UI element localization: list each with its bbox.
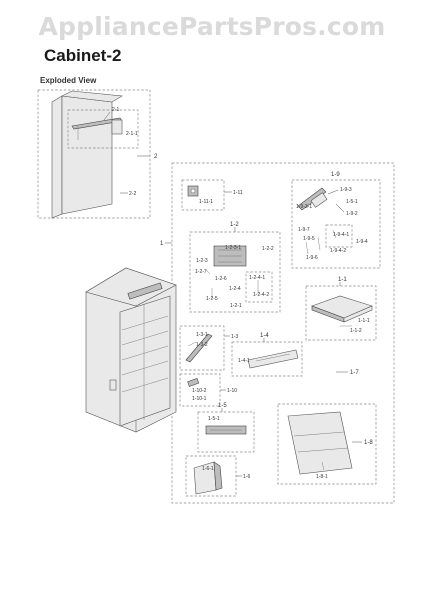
section-label: Exploded View [40,76,97,85]
label-1: 1 [160,241,164,247]
label-1-6-1: 1-6-1 [202,466,214,472]
label-1-9-6: 1-9-6 [306,255,318,261]
label-2-1-1: 2-1-1 [126,131,138,137]
part-1-2 [189,227,281,313]
label-1-8-1: 1-8-1 [316,474,328,480]
label-1-3-2: 1-3-2 [196,342,208,348]
label-1-10-1: 1-10-1 [192,396,207,402]
label-1-9-7: 1-9-7 [298,227,310,233]
watermark: AppliancePartsPros.com [38,12,386,41]
label-1-8: 1-8 [364,440,373,446]
label-1-2-2: 1-2-2 [262,246,274,252]
cabinet-side-part [51,95,63,219]
group-1-frame [171,162,395,504]
label-1-4: 1-4 [260,333,269,339]
label-1-2-5: 1-2-5 [206,296,218,302]
label-1-9: 1-9 [331,172,340,178]
label-1-1-2: 1-1-2 [350,328,362,334]
label-1-2-6: 1-2-6 [215,276,227,282]
label-1-10: 1-10 [227,388,237,394]
label-1-6: 1-6 [243,474,250,480]
group-2-1-frame [67,109,139,149]
label-1-9-3: 1-9-3 [340,187,352,193]
part-1-4 [231,338,303,377]
label-1-1: 1-1 [338,277,347,283]
label-1-2-3-1: 1-2-3-1 [225,245,241,251]
group-2-frame [37,89,151,219]
label-1-9-4-1: 1-9-4-1 [333,232,349,238]
label-1-9-2: 1-9-2 [346,211,358,217]
label-1-2-3: 1-2-3 [196,258,208,264]
label-1-7: 1-7 [350,370,359,376]
part-1-6 [185,455,242,497]
label-1-4-1: 1-4-1 [238,358,250,364]
page-title: Cabinet-2 [44,46,122,65]
label-1-10-2: 1-10-2 [192,388,207,394]
label-1-2-4-1: 1-2-4-1 [249,275,265,281]
label-1-2-1: 1-2-1 [230,303,242,309]
part-1-5 [197,408,255,453]
label-1-3-1: 1-3-1 [196,332,208,338]
label-1-2-4-2: 1-2-4-2 [253,292,269,298]
part-1-1 [305,282,377,341]
label-1-3: 1-3 [231,334,238,340]
part-1-10 [179,373,226,407]
label-1-5-1-a: 1-5-1 [346,199,358,205]
label-2-1: 2-1 [112,107,119,113]
label-1-9-5: 1-9-5 [303,236,315,242]
label-2-2: 2-2 [129,191,136,197]
part-1-11 [181,179,232,211]
label-2: 2 [154,154,158,160]
group-2-assembly [37,89,151,219]
label-1-2: 1-2 [230,222,239,228]
label-1-5-1: 1-5-1 [208,416,220,422]
label-1-11-1: 1-11-1 [199,199,213,205]
label-1-2-4: 1-2-4 [229,286,241,292]
cabinet-panel-part [61,95,113,215]
refrigerator-body [85,267,177,433]
label-1-9-4: 1-9-4 [356,239,368,245]
label-1-1-1: 1-1-1 [358,318,370,324]
part-1-9 [291,179,381,269]
label-1-9-3-1: 1-9-3-1 [296,204,312,210]
label-1-5: 1-5 [218,403,227,409]
label-1-2-7: 1-2-7 [195,269,207,275]
bracket-part [111,119,123,135]
label-1-11: 1-11 [233,190,243,196]
cabinet-top-part [60,90,123,103]
part-1-3 [179,325,230,371]
label-1-9-4-2: 1-9-4-2 [330,248,346,254]
part-1-8 [277,403,377,485]
